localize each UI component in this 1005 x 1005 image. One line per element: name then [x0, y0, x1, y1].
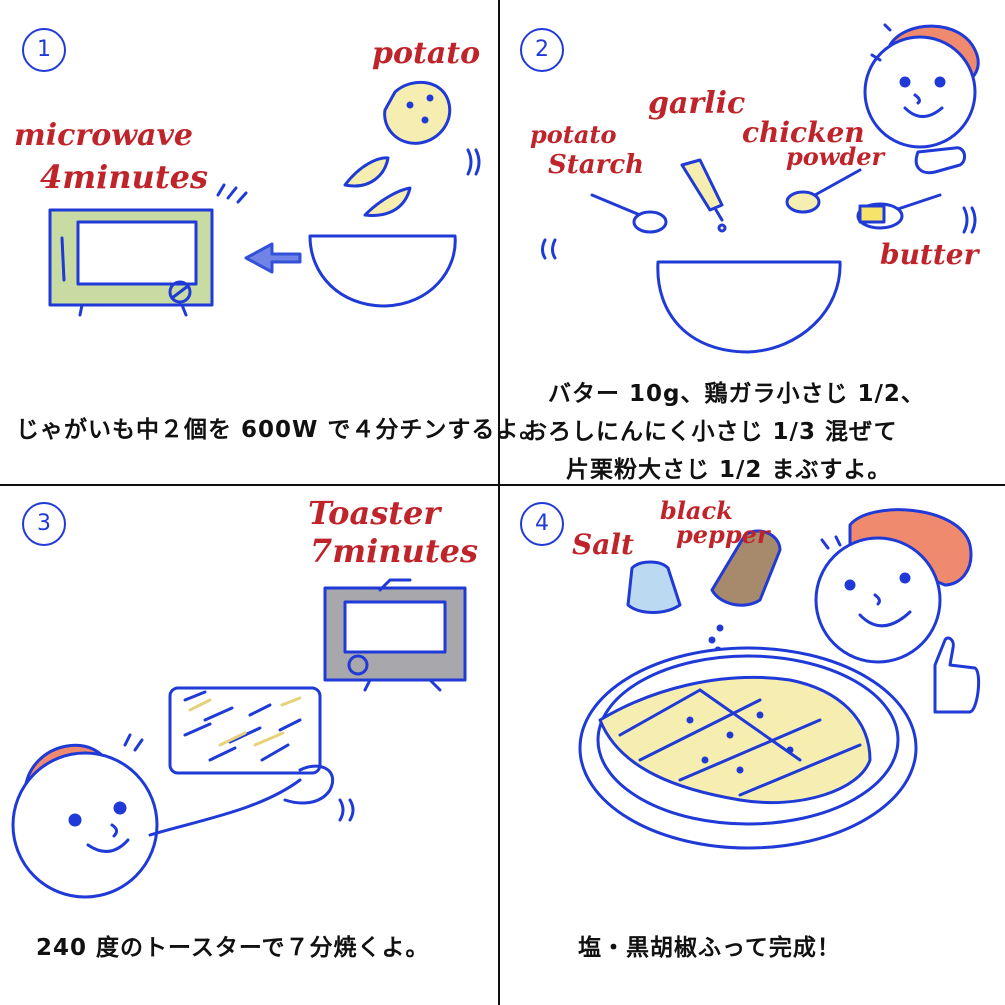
- label-pepper: pepper: [676, 520, 770, 549]
- label-butter: butter: [880, 238, 979, 271]
- panel-3-art: [11, 578, 467, 899]
- potato-wedge: [343, 156, 390, 188]
- label-toaster: Toaster: [308, 494, 441, 532]
- mixing-bowl-illustration: [656, 260, 842, 354]
- vertical-divider: [498, 0, 500, 1005]
- label-potato: potato: [372, 36, 481, 71]
- caption-panel-4: 塩・黒胡椒ふって完成！: [578, 935, 841, 961]
- spoon-butter: [893, 193, 942, 212]
- label-chicken: chicken: [742, 116, 865, 149]
- label-garlic: garlic: [648, 86, 746, 121]
- potato-illustration: [383, 80, 452, 145]
- thumbs-up-icon: [933, 636, 981, 714]
- spoon-potato-starch: [590, 193, 642, 217]
- caption-panel-1: じゃがいも中２個を 600W で４分チンするよ。: [16, 417, 544, 443]
- caption-panel-2-line-2: おろしにんにく小さじ 1/3 混ぜて: [524, 419, 898, 445]
- panel-number-1: 1: [22, 28, 66, 72]
- caption-panel-3: 240 度のトースターで７分焼くよ。: [36, 935, 430, 961]
- bowl-illustration: [308, 234, 457, 308]
- pointing-hand-icon: [914, 146, 967, 175]
- spoon-chicken-powder: [813, 168, 862, 197]
- horizontal-divider: [0, 484, 1005, 486]
- salt-shaker: [626, 560, 682, 614]
- pepper-shaker: [710, 529, 782, 607]
- label-7-minutes: 7minutes: [310, 532, 478, 570]
- label-potato-starch-1: potato: [530, 120, 617, 149]
- label-microwave: microwave: [14, 118, 194, 153]
- label-black: black: [660, 496, 733, 525]
- baking-tray: [168, 686, 322, 775]
- panel-4-art: [578, 508, 981, 850]
- character-face: [11, 751, 159, 899]
- caption-panel-2-line-3: 片栗粉大さじ 1/2 まぶすよ。: [566, 457, 892, 483]
- character-face: [863, 35, 977, 149]
- garlic-tube: [680, 158, 724, 212]
- label-potato-starch-2: Starch: [548, 150, 645, 180]
- potato-wedge: [363, 186, 412, 217]
- arrow-icon: [244, 242, 302, 274]
- label-powder: powder: [786, 142, 885, 171]
- panel-number-2: 2: [520, 28, 564, 72]
- label-salt: Salt: [572, 528, 634, 561]
- caption-panel-2-line-1: バター 10g、鶏ガラ小さじ 1/2、: [548, 381, 925, 407]
- panel-number-4: 4: [520, 502, 564, 546]
- panel-1-art: [48, 80, 481, 317]
- panel-number-3: 3: [22, 502, 66, 546]
- label-4-minutes: 4minutes: [40, 158, 208, 196]
- panel-2-art: [541, 23, 980, 354]
